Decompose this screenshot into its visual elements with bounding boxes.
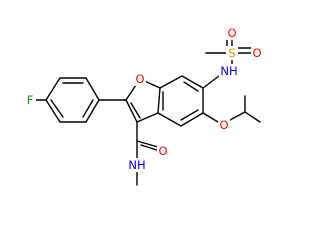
furan-ring: [125, 78, 161, 123]
methylamide-group: [136, 121, 161, 186]
molecule-diagram: F O S O O NH O O NH: [24, 26, 263, 186]
sulfonyl-oxygen-top-label: O: [227, 26, 236, 40]
sulfonyl-oxygen-right-label: O: [252, 46, 261, 60]
ether-oxygen-label: O: [219, 118, 228, 132]
sulfonamide-nh-label: NH: [220, 64, 237, 78]
isopropoxy-group: [202, 95, 261, 123]
amide-nh-label: NH: [128, 158, 145, 172]
fluorophenyl-ring: [32, 77, 100, 123]
sulfur-label: S: [228, 46, 235, 60]
benzo-ring: [157, 75, 204, 127]
atom-labels: F O S O O NH O O NH: [24, 26, 263, 172]
carbonyl-oxygen-label: O: [158, 144, 167, 158]
furan-oxygen-label: O: [135, 72, 144, 86]
fluorine-label: F: [27, 93, 34, 107]
molecule-structure: F O S O O NH O O NH: [24, 26, 263, 186]
